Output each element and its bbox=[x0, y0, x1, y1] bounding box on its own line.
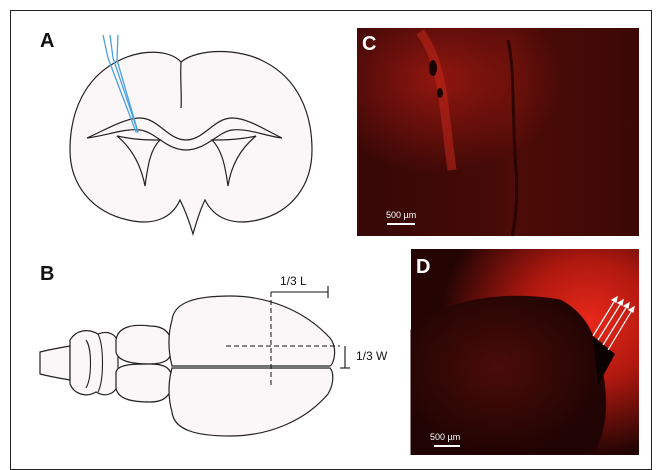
panel-a-diagram bbox=[70, 35, 312, 234]
figure-canvas: 1/3 L 1/3 W 500 µm bbox=[0, 0, 662, 455]
panel-label-d: D bbox=[416, 256, 430, 279]
panel-label-c: C bbox=[362, 33, 376, 56]
panel-c-micrograph: 500 µm bbox=[357, 28, 639, 236]
panel-d-micrograph: 500 µm bbox=[411, 249, 639, 455]
cerebral-hemisphere-upper bbox=[169, 296, 335, 366]
lesion-spot-2 bbox=[437, 88, 443, 98]
scale-bar-label-d: 500 µm bbox=[430, 432, 460, 442]
panel-label-b: B bbox=[40, 263, 54, 286]
midline-fissure bbox=[181, 62, 182, 108]
brainstem bbox=[40, 346, 70, 380]
scale-bar-label-c: 500 µm bbox=[386, 210, 416, 220]
width-label: 1/3 W bbox=[356, 349, 388, 363]
midbrain-lower bbox=[116, 364, 172, 402]
lesion-spot-1 bbox=[429, 60, 437, 76]
length-label: 1/3 L bbox=[280, 274, 307, 288]
cerebral-hemisphere-lower bbox=[169, 368, 333, 436]
midbrain-upper bbox=[116, 325, 172, 364]
micrograph-c-glow bbox=[357, 28, 639, 236]
panel-label-a: A bbox=[40, 30, 54, 53]
cerebellum bbox=[70, 331, 118, 395]
panel-b-diagram: 1/3 L 1/3 W bbox=[40, 274, 388, 436]
